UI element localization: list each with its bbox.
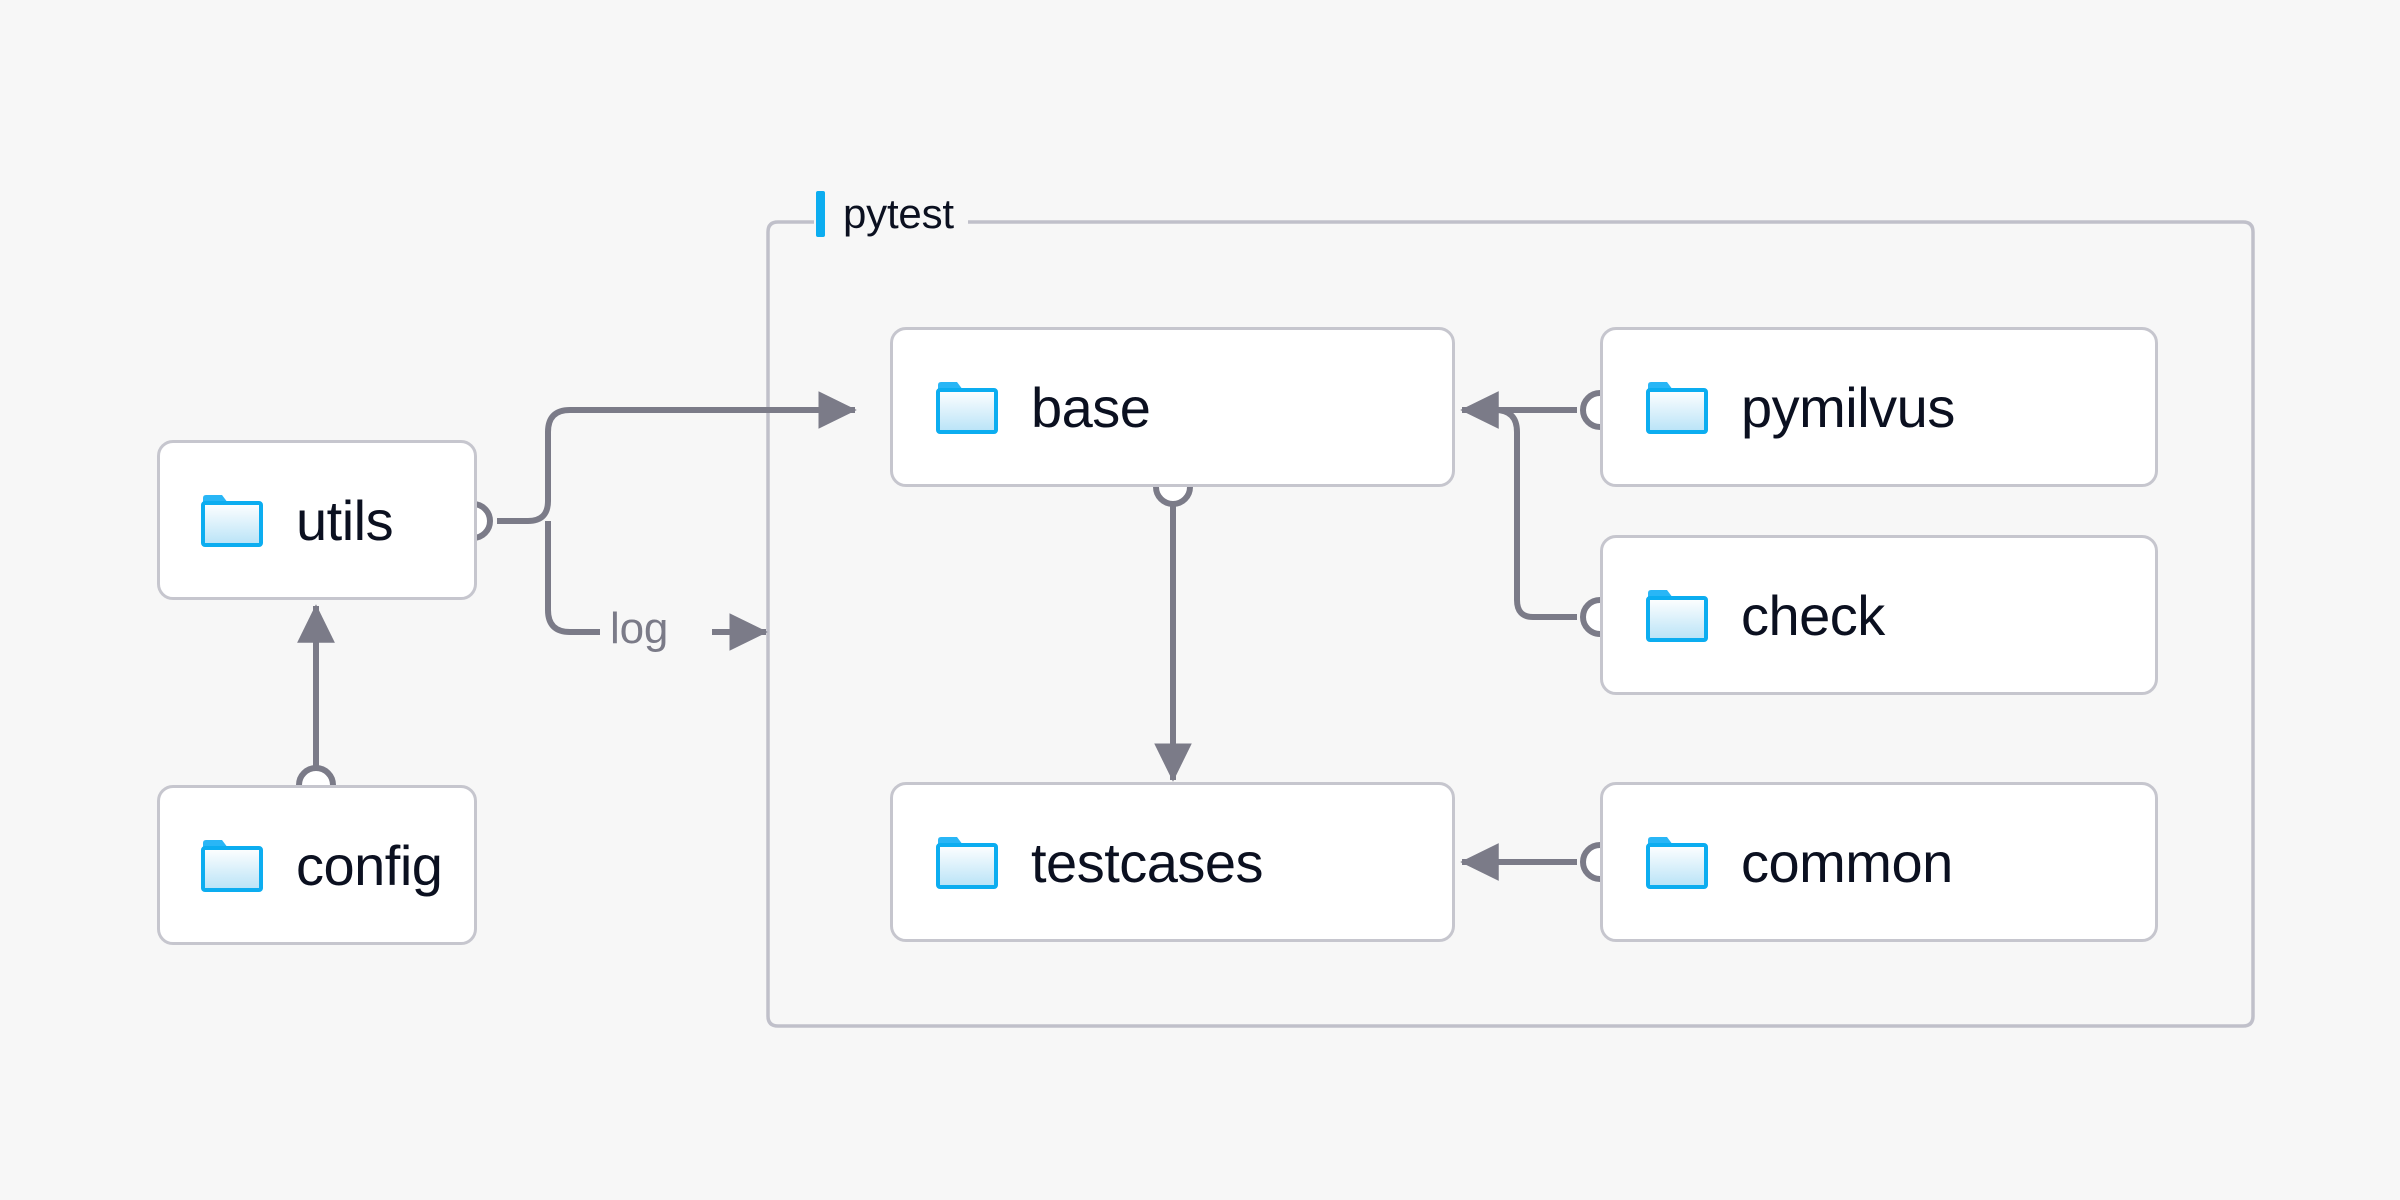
- node-base[interactable]: base: [890, 327, 1455, 487]
- edge-utils-to-log-stub: [545, 520, 600, 635]
- node-label: common: [1741, 830, 1953, 894]
- node-utils[interactable]: utils: [157, 440, 477, 600]
- group-label-pytest: pytest: [816, 190, 968, 238]
- folder-icon: [201, 840, 263, 892]
- pytest-group-border: [766, 220, 2255, 1028]
- node-config[interactable]: config: [157, 785, 477, 945]
- node-common[interactable]: common: [1600, 782, 2158, 942]
- node-label: utils: [296, 488, 394, 552]
- node-pymilvus[interactable]: pymilvus: [1600, 327, 2158, 487]
- edge-utils-to-base: [497, 391, 857, 524]
- node-testcases[interactable]: testcases: [890, 782, 1455, 942]
- folder-icon: [1646, 382, 1708, 434]
- node-label: base: [1031, 375, 1151, 439]
- node-label: config: [296, 833, 443, 897]
- node-check[interactable]: check: [1600, 535, 2158, 695]
- folder-icon: [936, 382, 998, 434]
- node-label: check: [1741, 583, 1885, 647]
- folder-icon: [201, 495, 263, 547]
- edge-check-to-base: [1462, 407, 1577, 620]
- node-label: pymilvus: [1741, 375, 1955, 439]
- folder-icon: [936, 837, 998, 889]
- accent-bar-icon: [816, 191, 825, 237]
- node-label: testcases: [1031, 830, 1264, 894]
- folder-icon: [1646, 837, 1708, 889]
- folder-icon: [1646, 590, 1708, 642]
- group-label-text: pytest: [843, 190, 954, 237]
- edge-label-log: log: [600, 604, 679, 654]
